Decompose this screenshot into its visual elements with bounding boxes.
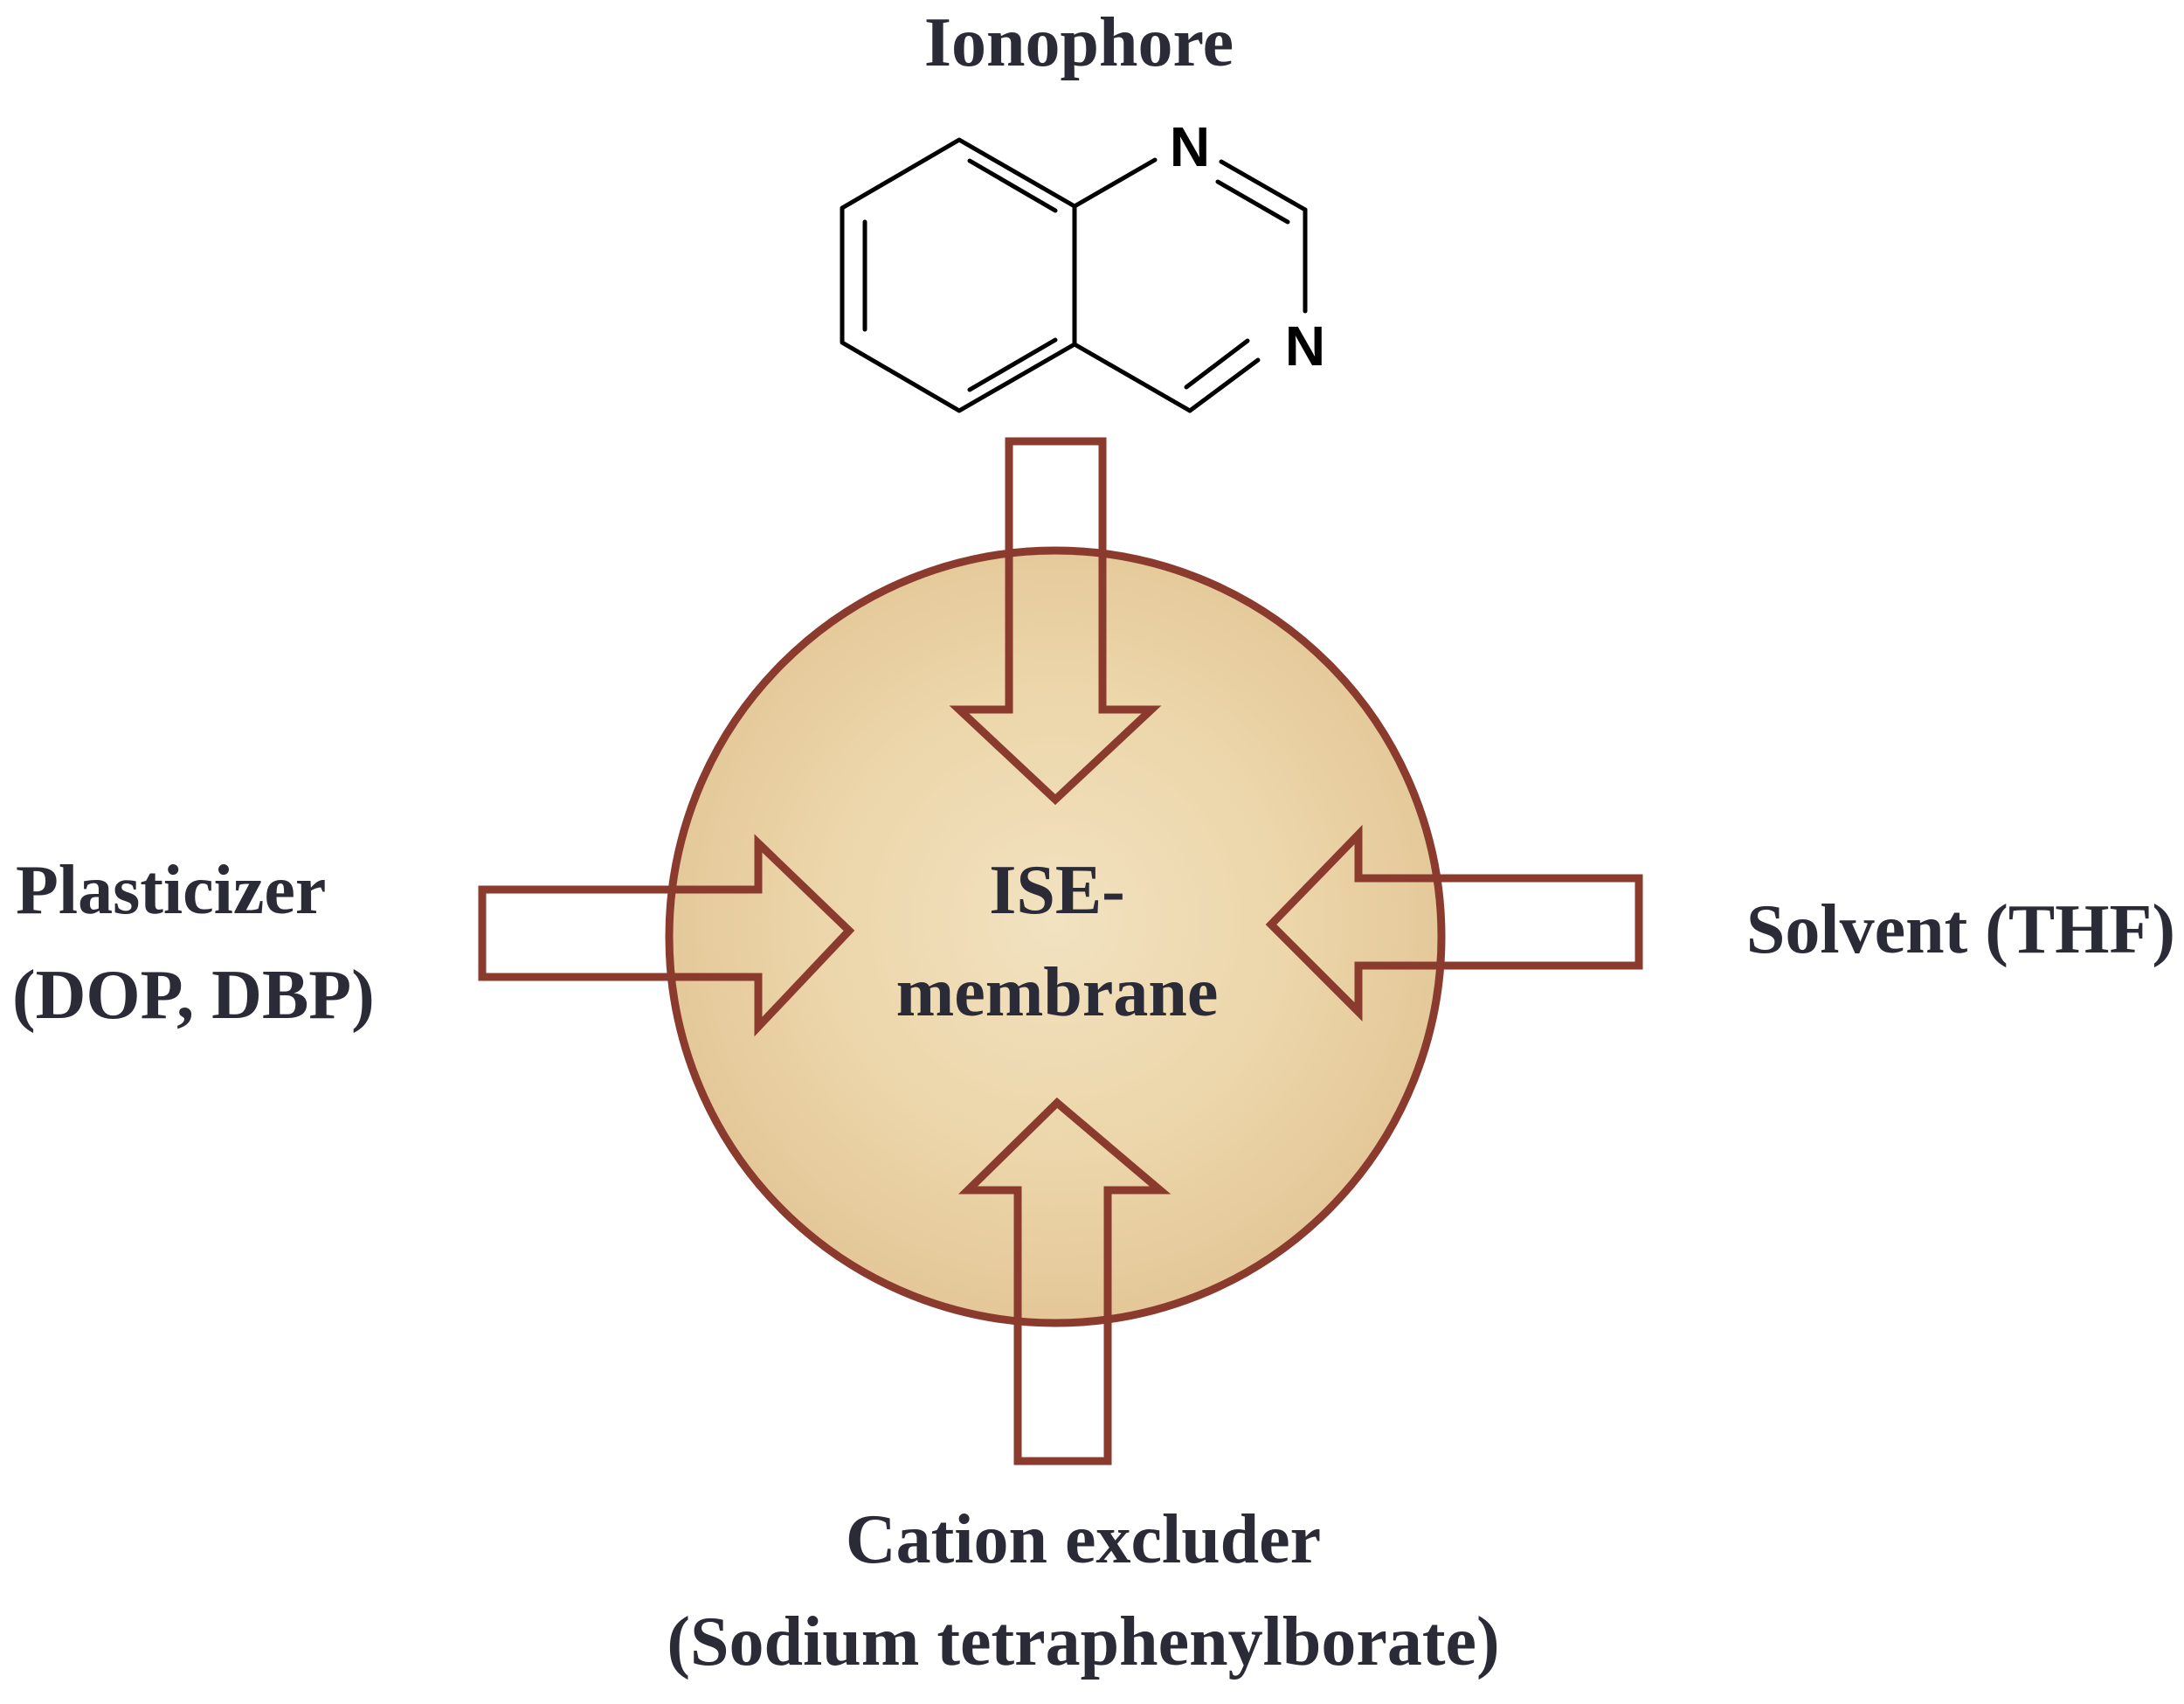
nitrogen-atom-n3: N — [1285, 315, 1325, 378]
bond-n3-c4-double — [1184, 338, 1250, 390]
nitrogen-atom-n1: N — [1170, 115, 1210, 178]
center-label-line1: ISE- — [989, 852, 1125, 929]
benzene-double-bond-1 — [967, 158, 1058, 213]
bond-c4-c4a — [1072, 342, 1192, 413]
center-label-line2: membrane — [896, 954, 1219, 1031]
bond-n1-c2 — [1219, 159, 1308, 212]
arrow-from-plasticizer — [478, 834, 855, 1037]
benzene-double-bond-3 — [967, 337, 1058, 392]
plasticizer-label-line1: Plasticizer — [16, 852, 326, 929]
cation-excluder-label-line1: Cation excluder — [846, 1501, 1321, 1578]
ionophore-label: Ionophore — [924, 4, 1234, 81]
cation-excluder-label-line2: (Sodium tetraphenylborate) — [667, 1604, 1499, 1680]
benzene-ring-bonds — [840, 137, 1077, 413]
ise-membrane-circle — [665, 546, 1446, 1327]
solvent-label: Solvent (THF) — [1746, 891, 2175, 968]
quinazoline-structure — [840, 137, 1308, 413]
arrow-from-cation-excluder — [957, 1097, 1171, 1465]
plasticizer-label-line2: (DOP, DBP) — [12, 957, 375, 1034]
arrow-from-ionophore — [949, 437, 1162, 806]
bond-c8a-n1 — [1072, 157, 1158, 209]
bond-n1-c2-double — [1215, 179, 1290, 225]
arrow-from-solvent — [1265, 824, 1643, 1022]
bond-n3-c4 — [1187, 357, 1261, 413]
